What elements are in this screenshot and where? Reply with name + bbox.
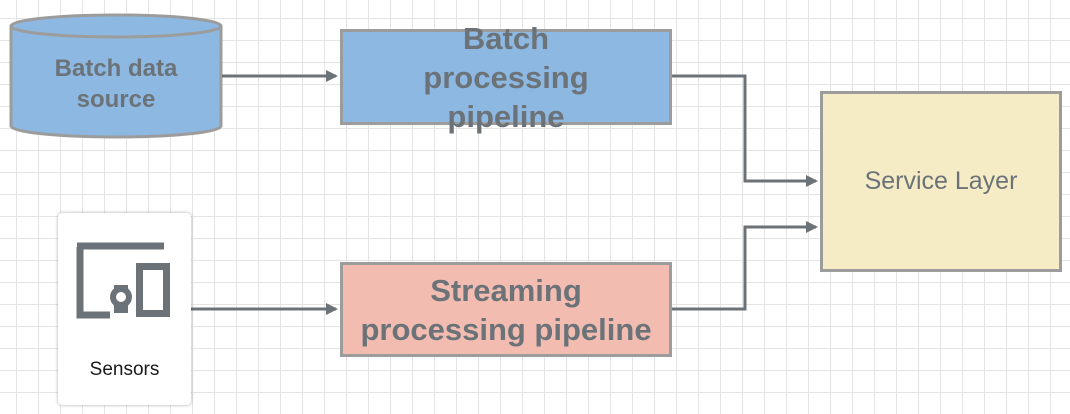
sensors-card: Sensors xyxy=(58,213,191,405)
batch-pipeline-label: Batch processing pipeline xyxy=(423,20,589,134)
sensors-label: Sensors xyxy=(89,359,160,380)
batch-source-label: Batch data source xyxy=(54,55,178,113)
streaming-pipeline-label: Streaming processing pipeline xyxy=(360,272,652,347)
batch-pipeline-box xyxy=(340,29,672,125)
service-layer-label: Service Layer xyxy=(864,167,1018,195)
batch-source-cylinder xyxy=(9,13,223,139)
devices-icon xyxy=(76,242,170,319)
arrow-batch-to-service xyxy=(672,74,818,187)
arrow-streaming-to-service xyxy=(672,221,818,311)
service-layer-box xyxy=(820,91,1062,272)
streaming-pipeline-box xyxy=(340,262,672,357)
